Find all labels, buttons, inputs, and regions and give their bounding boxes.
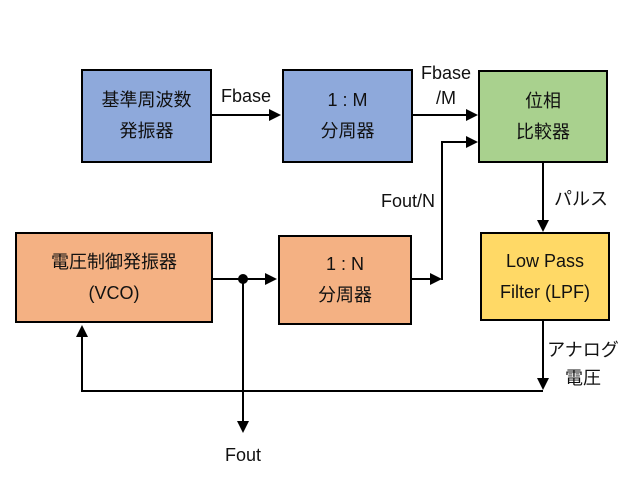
analog-voltage-arrow-line [542, 321, 544, 378]
arrowhead-right-icon [430, 273, 442, 285]
feedback-up-line [81, 337, 83, 390]
vco-label-line1: 電圧制御発振器 [51, 251, 177, 272]
low-pass-filter-label-line2: Filter (LPF) [500, 281, 590, 302]
fout-div-n-signal-label: Fout/N [380, 191, 436, 211]
reference-oscillator-block: 基準周波数 発振器 [81, 69, 212, 163]
arrowhead-right-icon [466, 109, 478, 121]
arrowhead-right-icon [466, 136, 478, 148]
phase-comparator-label-line1: 位相 [525, 90, 561, 111]
fbase-div-m-arrow-line [413, 114, 466, 116]
vco-label-line2: (VCO) [88, 282, 140, 303]
arrowhead-up-icon [76, 325, 88, 337]
arrowhead-right-icon [269, 109, 281, 121]
reference-oscillator-label-line2: 発振器 [119, 121, 174, 141]
phase-comparator-block: 位相 比較器 [478, 70, 608, 163]
divider-n-label-line2: 分周器 [318, 285, 372, 305]
divider-n-block: 1 : N 分周器 [278, 235, 412, 325]
arrowhead-down-icon [237, 421, 249, 433]
arrowhead-down-icon [537, 220, 549, 232]
divider-m-label-line1: 1 : M [327, 90, 368, 110]
fbase-arrow-line [212, 114, 270, 116]
analog-voltage-label-line1: アナログ [547, 340, 619, 360]
reference-oscillator-label-line1: 基準周波数 [101, 90, 192, 110]
fout-div-n-vertical-line [441, 141, 443, 280]
arrowhead-down-icon [537, 378, 549, 390]
fbase-div-m-signal-label: Fbase /M [414, 61, 478, 111]
fout-arrow-line [242, 279, 244, 421]
low-pass-filter-label-line1: Low Pass [505, 250, 585, 271]
divider-n-label-line1: 1 : N [325, 254, 364, 274]
pulse-signal-label: パルス [554, 189, 608, 209]
phase-comparator-label-line2: 比較器 [516, 121, 570, 142]
divider-m-label-line2: 分周器 [320, 121, 375, 141]
fout-signal-label: Fout [224, 445, 262, 465]
fbase-div-m-label-line1: Fbase [420, 63, 472, 83]
fout-div-n-top-line [441, 141, 466, 143]
analog-voltage-label-line2: 電圧 [565, 368, 601, 388]
analog-voltage-signal-label: アナログ 電圧 [544, 336, 622, 392]
arrowhead-right-icon [265, 273, 277, 285]
fbase-div-m-label-line2: /M [436, 88, 456, 108]
vco-block: 電圧制御発振器 (VCO) [15, 232, 213, 323]
low-pass-filter-block: Low Pass Filter (LPF) [480, 232, 610, 321]
feedback-bottom-line [81, 390, 543, 392]
pulse-arrow-line [542, 163, 544, 221]
fbase-signal-label: Fbase [220, 86, 272, 106]
divider-n-output-line [412, 278, 430, 280]
divider-m-block: 1 : M 分周器 [282, 69, 413, 163]
